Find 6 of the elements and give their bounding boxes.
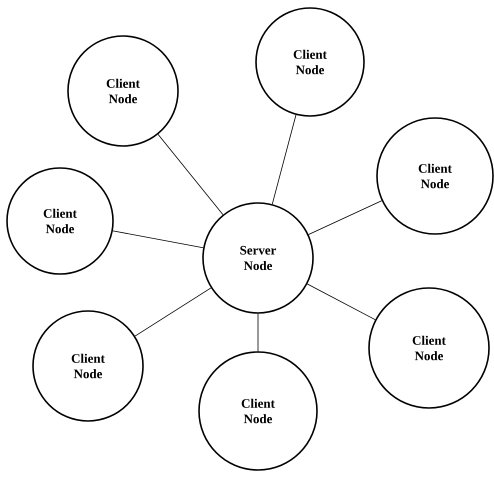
connector-line	[308, 200, 382, 235]
connector-line	[112, 230, 204, 248]
connector-line	[272, 114, 296, 204]
connector-line	[306, 284, 376, 320]
connector-line	[134, 288, 212, 336]
connector-line	[158, 134, 224, 215]
